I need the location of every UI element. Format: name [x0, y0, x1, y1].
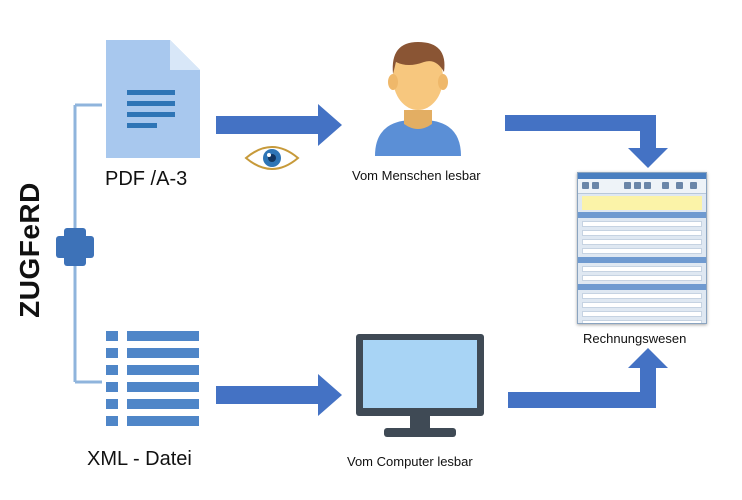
zugferd-text: ZUGFeRD — [14, 182, 45, 318]
person-icon — [375, 42, 461, 156]
window-field — [582, 221, 702, 227]
window-field — [582, 293, 702, 299]
window-section-bar — [578, 284, 706, 290]
window-field — [582, 320, 702, 323]
arrow-computer-to-accounting — [508, 348, 668, 408]
xml-label: XML - Datei — [87, 448, 192, 470]
monitor-icon — [356, 334, 484, 437]
window-toolbar — [578, 179, 706, 194]
window-field — [582, 266, 702, 272]
window-note-area — [582, 196, 702, 210]
list-icon — [106, 331, 199, 426]
window-titlebar — [578, 173, 706, 179]
window-field — [582, 275, 702, 281]
window-field — [582, 302, 702, 308]
computer-label: Vom Computer lesbar — [347, 454, 473, 469]
accounting-label: Rechnungswesen — [583, 331, 687, 346]
arrow-xml-to-computer — [216, 374, 342, 416]
arrow-human-to-accounting — [505, 115, 668, 168]
window-field — [582, 230, 702, 236]
window-field — [582, 248, 702, 254]
window-section-bar — [578, 257, 706, 263]
document-icon — [106, 40, 200, 158]
plus-icon — [56, 228, 94, 266]
arrow-pdf-to-human — [216, 104, 342, 146]
human-label: Vom Menschen lesbar — [352, 168, 481, 183]
zugferd-vertical-label: ZUGFeRD — [10, 180, 50, 320]
window-field — [582, 311, 702, 317]
window-field — [582, 239, 702, 245]
pdf-label: PDF /A-3 — [105, 168, 188, 190]
window-icon — [577, 172, 707, 324]
eye-icon — [244, 146, 300, 170]
window-section-bar — [578, 212, 706, 218]
